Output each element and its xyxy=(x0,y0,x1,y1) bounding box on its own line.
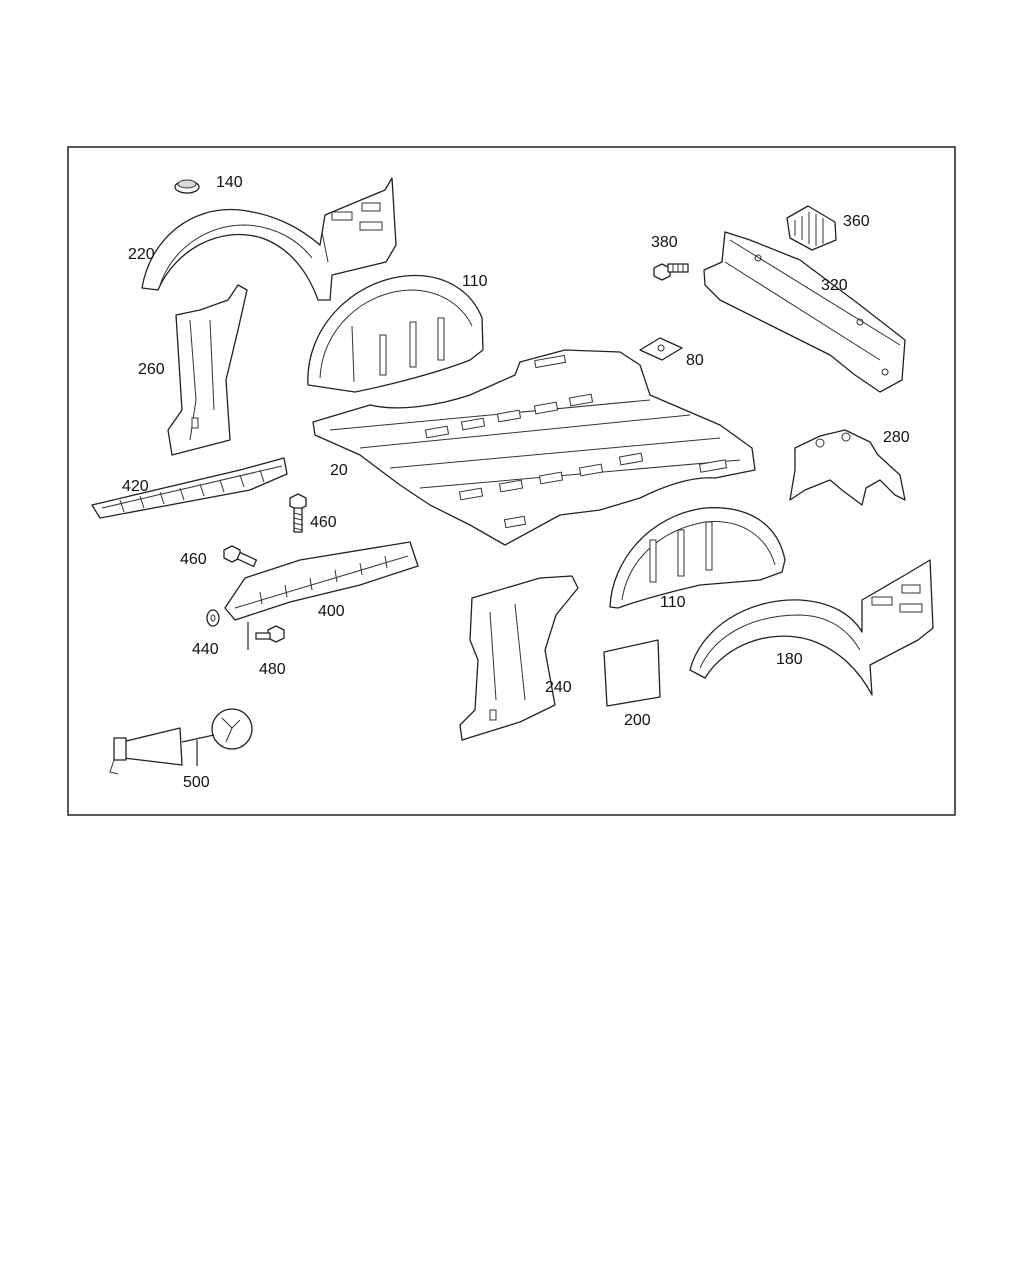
part-sealant-tube[interactable] xyxy=(109,708,253,775)
part-pillar-left[interactable] xyxy=(167,284,248,456)
callout-460-lower: 460 xyxy=(180,551,207,568)
part-bracket-right[interactable] xyxy=(789,429,906,506)
callout-labels: 140 220 110 260 420 20 460 460 400 440 4… xyxy=(122,174,910,791)
callout-500: 500 xyxy=(183,774,210,791)
callout-480: 480 xyxy=(259,661,286,678)
callout-400: 400 xyxy=(318,603,345,620)
part-wheel-housing-inner-lower[interactable] xyxy=(609,507,786,609)
part-bolt-upper[interactable] xyxy=(289,493,307,533)
callout-440: 440 xyxy=(192,641,219,658)
callout-180: 180 xyxy=(776,651,803,668)
callout-260: 260 xyxy=(138,361,165,378)
part-grommet[interactable] xyxy=(174,179,200,194)
part-trim-strip-left[interactable] xyxy=(91,457,288,519)
callout-220: 220 xyxy=(128,246,155,263)
part-bumper-block[interactable] xyxy=(786,205,837,251)
callout-320: 320 xyxy=(821,277,848,294)
callout-360: 360 xyxy=(843,213,870,230)
part-screw[interactable] xyxy=(247,622,285,650)
callout-110-lower: 110 xyxy=(660,594,686,611)
callout-20: 20 xyxy=(330,462,348,479)
part-insulation-pad[interactable] xyxy=(603,639,661,707)
part-washer[interactable] xyxy=(206,609,220,627)
part-wheel-arch-outer-right[interactable] xyxy=(689,559,934,696)
callout-460-upper: 460 xyxy=(310,514,337,531)
callout-420: 420 xyxy=(122,478,149,495)
part-floor-panel[interactable] xyxy=(312,349,756,546)
diagram-border xyxy=(67,146,956,816)
part-trim-strip-lower[interactable] xyxy=(224,541,419,621)
callout-200: 200 xyxy=(624,712,651,729)
part-wheel-housing-inner-upper[interactable] xyxy=(307,274,484,393)
part-clip-nut[interactable] xyxy=(639,337,683,361)
part-wheel-arch-outer-left[interactable] xyxy=(141,177,397,301)
callout-80: 80 xyxy=(686,352,704,369)
callout-140: 140 xyxy=(216,174,243,191)
part-bolt-right[interactable] xyxy=(653,263,689,281)
part-bolt-lower[interactable] xyxy=(223,545,258,568)
callout-380: 380 xyxy=(651,234,678,251)
part-cross-member[interactable] xyxy=(703,231,906,393)
callout-110-upper: 110 xyxy=(462,273,488,290)
callout-280: 280 xyxy=(883,429,910,446)
part-pillar-right[interactable] xyxy=(459,575,579,741)
callout-240: 240 xyxy=(545,679,572,696)
